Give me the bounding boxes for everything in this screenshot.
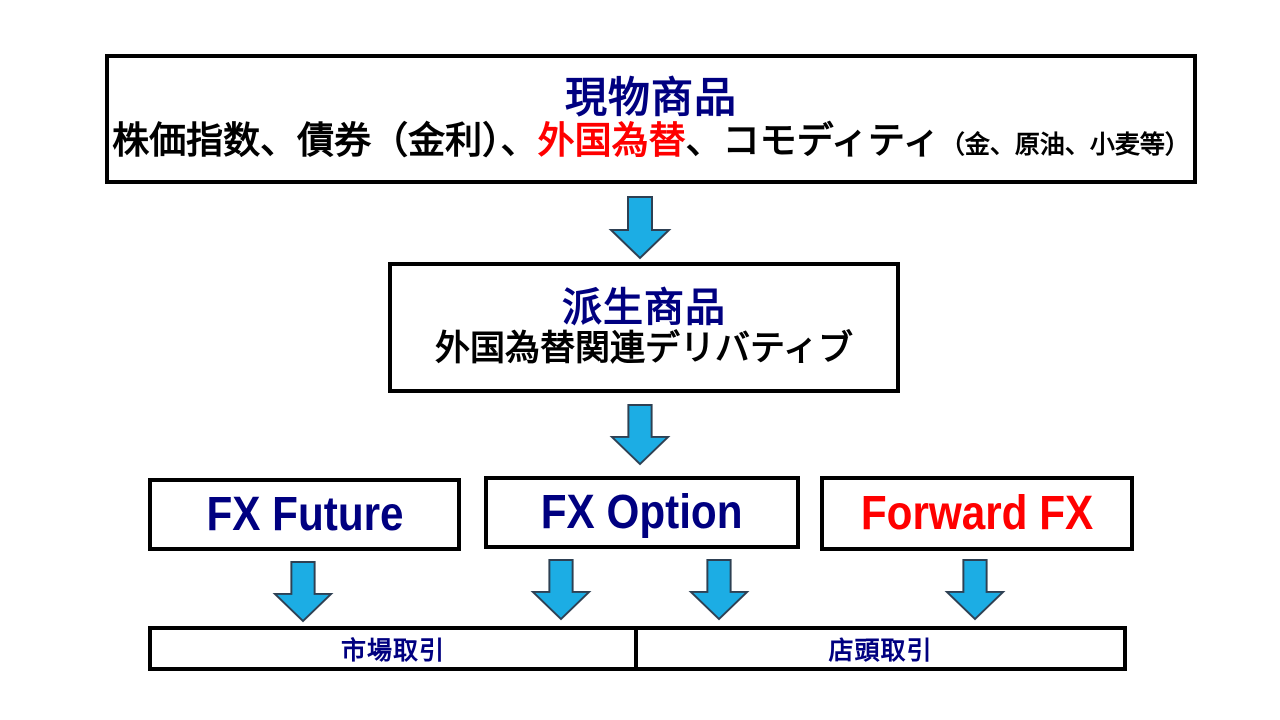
arrow-fxoption-to-exchange bbox=[530, 558, 592, 622]
venue-label-exchange: 市場取引 bbox=[340, 636, 445, 665]
product-box-fx-future[interactable]: FX Future bbox=[148, 478, 461, 551]
product-box-forward-fx[interactable]: Forward FX bbox=[820, 476, 1134, 551]
derivative-products-title: 派生商品 bbox=[562, 286, 726, 330]
down-arrow-icon bbox=[608, 196, 672, 260]
venue-cell-exchange[interactable]: 市場取引 bbox=[152, 630, 638, 667]
spot-products-title: 現物商品 bbox=[564, 73, 737, 121]
down-arrow-icon bbox=[272, 561, 334, 623]
down-arrow-icon bbox=[944, 559, 1006, 621]
spot-products-box: 現物商品 株価指数、債券（金利）、外国為替、コモディティ（金、原油、小麦等） bbox=[105, 54, 1197, 184]
product-label-fx-option: FX Option bbox=[541, 486, 743, 539]
arrow-spot-to-derivative bbox=[608, 196, 672, 260]
spot-subtitle-commodity-examples: （金、原油、小麦等） bbox=[939, 130, 1190, 159]
spot-subtitle-part3: 、コモディティ bbox=[685, 119, 940, 161]
derivative-products-box: 派生商品 外国為替関連デリバティブ bbox=[388, 262, 900, 393]
spot-subtitle-part1: 株価指数、債券（金利）、 bbox=[112, 119, 538, 161]
down-arrow-icon bbox=[609, 404, 671, 466]
derivative-products-subtitle: 外国為替関連デリバティブ bbox=[435, 328, 853, 368]
trading-venue-bar: 市場取引 店頭取引 bbox=[148, 626, 1127, 671]
down-arrow-icon bbox=[530, 559, 592, 621]
arrow-forwardfx-to-otc bbox=[944, 558, 1006, 622]
venue-cell-otc[interactable]: 店頭取引 bbox=[638, 630, 1123, 667]
product-label-fx-future: FX Future bbox=[205, 488, 404, 541]
product-box-fx-option[interactable]: FX Option bbox=[484, 476, 800, 549]
arrow-fxoption-to-otc bbox=[688, 558, 750, 622]
venue-label-otc: 店頭取引 bbox=[828, 636, 933, 665]
product-label-forward-fx: Forward FX bbox=[860, 487, 1094, 540]
down-arrow-icon bbox=[688, 559, 750, 621]
arrow-derivative-to-products bbox=[608, 404, 672, 466]
arrow-fxfuture-to-exchange bbox=[272, 560, 334, 624]
spot-products-subtitle: 株価指数、債券（金利）、外国為替、コモディティ（金、原油、小麦等） bbox=[112, 119, 1190, 161]
spot-subtitle-highlight-fx: 外国為替 bbox=[537, 119, 686, 161]
